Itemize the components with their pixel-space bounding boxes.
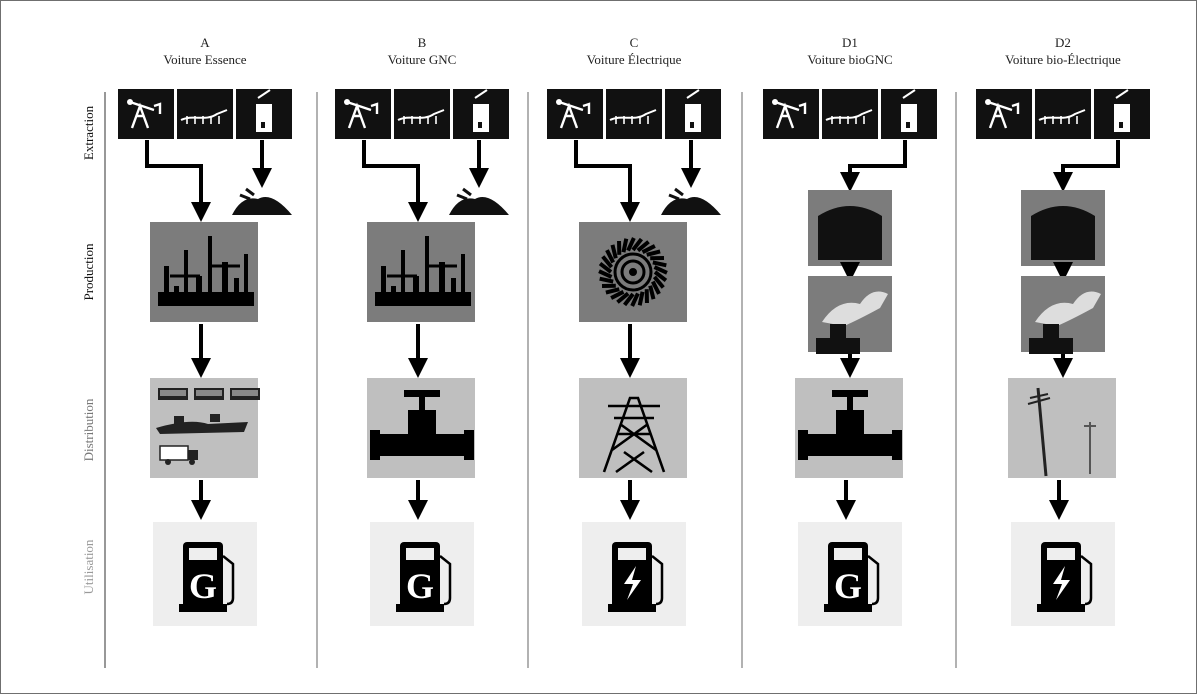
smoke-stack-icon — [1029, 291, 1101, 354]
gas-pump-g-icon: G — [396, 542, 452, 612]
extraction-box — [394, 89, 450, 139]
lightning-icon — [1053, 566, 1070, 600]
power-poles-icon — [1027, 387, 1096, 477]
power-pylon-icon — [602, 396, 666, 474]
ev-charger-icon — [608, 542, 664, 612]
smoke-stack-icon — [816, 291, 888, 354]
pipeline-icon — [825, 109, 873, 124]
column-title: Voiture bio-Électrique — [1005, 52, 1121, 67]
refinery-icon — [375, 236, 471, 306]
column-header: A Voiture Essence — [105, 34, 305, 68]
biogas-tank-icon — [818, 206, 882, 260]
column-code: B — [417, 35, 427, 50]
extraction-box — [118, 89, 174, 139]
column-title: Voiture GNC — [387, 52, 457, 67]
column-title: Voiture Électrique — [586, 52, 682, 67]
g-letter-icon: G — [189, 566, 217, 606]
oil-pump-icon — [344, 99, 379, 129]
extraction-box — [976, 89, 1032, 139]
mine-icon — [1114, 89, 1130, 132]
mine-icon — [256, 89, 272, 132]
g-letter-icon: G — [406, 566, 434, 606]
pipeline-icon — [1038, 109, 1086, 124]
transport-fleet-icon — [156, 388, 260, 465]
extraction-box — [763, 89, 819, 139]
column-code: D1 — [842, 35, 858, 50]
refinery-icon — [158, 236, 254, 306]
extraction-box — [1035, 89, 1091, 139]
biogas-tank-icon — [1031, 206, 1095, 260]
column-code: C — [629, 35, 639, 50]
column-title: Voiture bioGNC — [807, 52, 893, 67]
flow-arrow-main — [840, 140, 907, 192]
pipeline-icon — [397, 109, 445, 124]
extraction-box — [822, 89, 878, 139]
oil-pump-icon — [772, 99, 807, 129]
column-header: B Voiture GNC — [322, 34, 522, 68]
flow-arrow-main — [362, 140, 428, 222]
g-letter-icon: G — [834, 566, 862, 606]
ev-charger-icon — [1037, 542, 1093, 612]
flow-arrow-main — [574, 140, 640, 222]
distribution-box — [579, 378, 687, 478]
lightning-icon — [624, 566, 641, 600]
distribution-box — [1008, 378, 1116, 478]
extraction-box — [335, 89, 391, 139]
gas-pump-g-icon: G — [179, 542, 235, 612]
oil-pump-icon — [127, 99, 162, 129]
mine-icon — [473, 89, 489, 132]
mine-icon — [685, 89, 701, 132]
pipeline-icon — [180, 109, 228, 124]
extraction-box — [177, 89, 233, 139]
column-code: D2 — [1055, 35, 1071, 50]
ore-pile-icon — [449, 187, 509, 215]
oil-pump-icon — [556, 99, 591, 129]
extraction-box — [606, 89, 662, 139]
mine-icon — [901, 89, 917, 132]
turbine-icon — [598, 237, 668, 307]
ore-pile-icon — [661, 187, 721, 215]
column-code: A — [200, 35, 210, 50]
flow-arrow-main — [1053, 140, 1120, 192]
valve-pipeline-icon — [370, 390, 474, 460]
pipeline-icon — [609, 109, 657, 124]
extraction-box — [547, 89, 603, 139]
column-title: Voiture Essence — [163, 52, 247, 67]
valve-pipeline-icon — [798, 390, 902, 460]
column-header: C Voiture Électrique — [534, 34, 734, 68]
ore-pile-icon — [232, 187, 292, 215]
gas-pump-g-icon: G — [824, 542, 880, 612]
flow-arrow-main — [145, 140, 211, 222]
oil-pump-icon — [985, 99, 1020, 129]
